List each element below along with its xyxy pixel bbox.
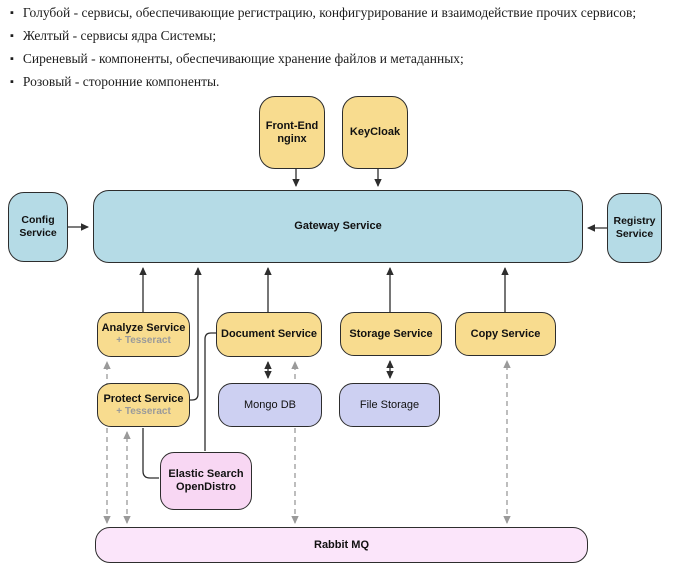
node-label: KeyCloak [349,126,401,138]
node-mongo-db: Mongo DB [218,383,322,427]
node-label: Front-End nginx [265,119,319,145]
node-keycloak: KeyCloak [342,96,408,169]
node-label: Analyze Service [101,322,186,334]
node-label: File Storage [359,398,420,411]
node-copy-service: Copy Service [455,312,556,356]
edge-protect-elastic [142,428,159,479]
node-rabbit-mq: Rabbit MQ [95,527,588,563]
edge-document-elastic [204,332,216,451]
node-label: Config Service [19,214,57,239]
legend-item-pink: Розовый - сторонние компоненты. [10,71,636,94]
node-elastic-search-opendistro: Elastic Search OpenDistro [160,452,252,510]
node-label: Storage Service [349,327,433,340]
color-legend: Голубой - сервисы, обеспечивающие регист… [10,2,636,94]
node-registry-service: Registry Service [607,193,662,263]
node-label: Registry Service [613,215,656,240]
legend-item-blue: Голубой - сервисы, обеспечивающие регист… [10,2,636,25]
node-protect-service: Protect Service + Tesseract [97,383,190,427]
node-sublabel: + Tesseract [116,335,171,346]
node-gateway-service: Gateway Service [93,190,583,263]
node-file-storage: File Storage [339,383,440,427]
node-label: Document Service [221,328,317,340]
node-analyze-service: Analyze Service + Tesseract [97,312,190,357]
node-document-service: Document Service [216,312,322,357]
node-label: Mongo DB [244,398,296,411]
legend-item-yellow: Желтый - сервисы ядра Системы; [10,25,636,48]
node-label: Elastic Search OpenDistro [168,468,244,493]
node-label: Gateway Service [294,220,382,232]
node-sublabel: + Tesseract [116,405,171,417]
node-config-service: Config Service [8,192,68,262]
node-label: Protect Service [103,392,184,405]
legend-item-lilac: Сиреневый - компоненты, обеспечивающие х… [10,48,636,71]
node-label: Rabbit MQ [314,538,369,551]
node-front-end-nginx: Front-End nginx [259,96,325,169]
node-label: Copy Service [470,327,541,340]
node-storage-service: Storage Service [340,312,442,356]
edge-protect-gateway [190,267,202,401]
